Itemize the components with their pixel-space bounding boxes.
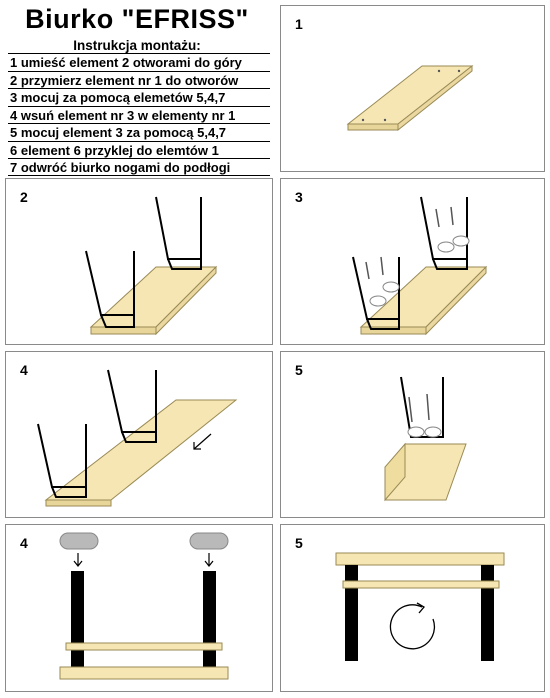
step-item: 7 odwróć biurko nogami do podłogi: [8, 158, 270, 176]
panel-step-5: 5: [280, 351, 545, 518]
step-item: 1 umieść element 2 otworami do góry: [8, 53, 270, 71]
step-item: 2 przymierz element nr 1 do otworów: [8, 70, 270, 89]
flip-desk-illustration: [335, 552, 505, 661]
rotate-icon: [389, 602, 436, 650]
panel-label: 4: [20, 362, 28, 378]
step-item: 4 wsuń element nr 3 w elementy nr 1: [8, 105, 270, 124]
legs-on-plank-illustration: [85, 196, 218, 336]
fasten-plank-illustration: [384, 376, 467, 502]
step-item: 3 mocuj za pomocą elemetów 5,4,7: [8, 88, 270, 106]
steps-list: 1 umieść element 2 otworami do góry 2 pr…: [8, 53, 270, 176]
panel-label: 1: [295, 16, 303, 32]
step-item: 5 mocuj element 3 za pomocą 5,4,7: [8, 123, 270, 141]
page-title: Biurko "EFRISS": [25, 4, 249, 34]
slide-plank-illustration: [37, 369, 238, 507]
panel-step-3: 3: [280, 178, 545, 345]
panel-step-4: 4: [5, 351, 273, 518]
screws-illustration: [352, 196, 488, 336]
panel-step-7: 5: [280, 524, 545, 692]
panel-step-2: 2: [5, 178, 273, 345]
instructions-subtitle: Instrukcja montażu:: [73, 38, 201, 53]
leg-caps-illustration: [59, 532, 229, 680]
panel-label: 2: [20, 189, 28, 205]
panel-label: 5: [295, 535, 303, 551]
panel-step-6: 4: [5, 524, 273, 692]
panel-label: 4: [20, 535, 28, 551]
panel-label: 3: [295, 189, 303, 205]
panel-step-1: 1: [280, 5, 545, 172]
step-item: 6 element 6 przyklej do elemtów 1: [8, 140, 270, 159]
plank-illustration: [346, 64, 474, 132]
panel-label: 5: [295, 362, 303, 378]
